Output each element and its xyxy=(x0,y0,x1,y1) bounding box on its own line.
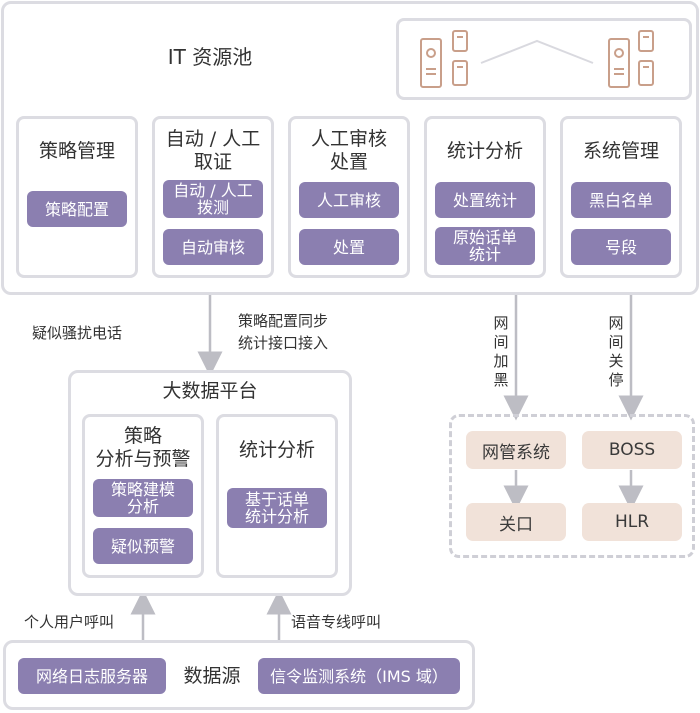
auto-review-button[interactable]: 自动审核 xyxy=(163,229,263,265)
voice-line-call-label: 语音专线呼叫 xyxy=(291,613,382,631)
boss-box[interactable]: BOSS xyxy=(582,431,682,469)
net-blacklist-label: 网 间 加 黑 xyxy=(493,314,509,389)
raw-cdr-stats-button[interactable]: 原始话单 统计 xyxy=(435,227,535,265)
strategy-modeling-button[interactable]: 策略建模 分析 xyxy=(93,479,193,517)
bigdata-platform-title: 大数据平台 xyxy=(162,379,258,402)
black-white-list-button[interactable]: 黑白名单 xyxy=(571,182,671,218)
disposal-button[interactable]: 处置 xyxy=(299,229,399,265)
cdr-stat-analysis-button[interactable]: 基于话单 统计分析 xyxy=(227,488,327,528)
module-title: 人工审核 处置 xyxy=(310,128,387,173)
server-icon-box xyxy=(396,18,692,100)
strategy-config-button[interactable]: 策略配置 xyxy=(27,191,127,227)
server-cluster-icon xyxy=(420,30,654,88)
network-log-server-box[interactable]: 网络日志服务器 xyxy=(18,658,166,694)
number-segment-button[interactable]: 号段 xyxy=(571,229,671,265)
suspect-call-label: 疑似骚扰电话 xyxy=(32,324,123,342)
hlr-box[interactable]: HLR xyxy=(582,503,682,541)
external-systems-group xyxy=(449,414,695,558)
panel-title: 策略 分析与预警 xyxy=(95,425,191,470)
auto-manual-dialtest-button[interactable]: 自动 / 人工 拨测 xyxy=(163,180,263,218)
disposal-stats-button[interactable]: 处置统计 xyxy=(435,182,535,218)
module-title: 自动 / 人工 取证 xyxy=(165,128,261,173)
datasource-title: 数据源 xyxy=(183,664,241,687)
gateway-box[interactable]: 关口 xyxy=(466,503,566,541)
sync-label: 策略配置同步 统计接口接入 xyxy=(238,312,329,352)
module-title: 统计分析 xyxy=(446,139,523,162)
module-title: 系统管理 xyxy=(582,139,659,162)
it-pool-title: IT 资源池 xyxy=(167,44,253,69)
net-shutdown-label: 网 间 关 停 xyxy=(608,314,624,389)
signaling-monitor-box[interactable]: 信令监测系统（IMS 域） xyxy=(258,658,460,694)
manual-review-button[interactable]: 人工审核 xyxy=(299,182,399,218)
net-mgmt-system-box[interactable]: 网管系统 xyxy=(466,431,566,469)
personal-call-label: 个人用户呼叫 xyxy=(24,613,115,631)
panel-title: 统计分析 xyxy=(238,438,315,461)
module-title: 策略管理 xyxy=(38,139,115,162)
suspect-alert-button[interactable]: 疑似预警 xyxy=(93,528,193,564)
